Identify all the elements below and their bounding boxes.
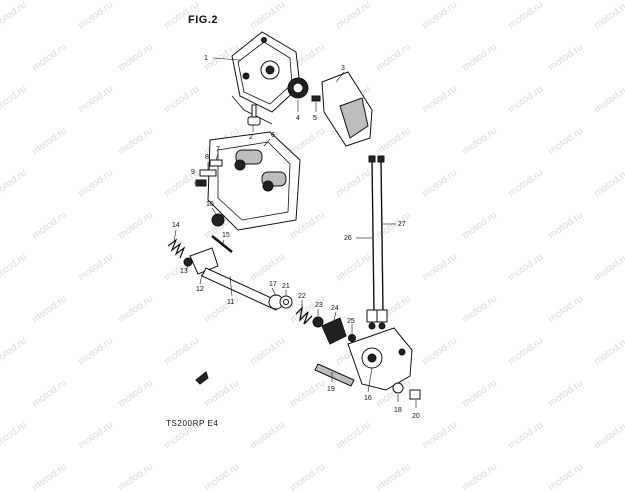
part-1-housing <box>231 31 301 125</box>
callout-13: 13 <box>180 268 188 275</box>
callout-14: 14 <box>172 222 180 229</box>
part-5-screw <box>311 95 321 102</box>
part-4-gear <box>287 77 309 99</box>
exploded-parts-diagram: 1 2 3 4 5 6 7 8 9 10 11 12 13 14 15 16 1 <box>167 31 421 420</box>
callout-11: 11 <box>227 299 234 306</box>
callout-12: 12 <box>196 286 204 293</box>
part-2-bolt <box>247 104 261 126</box>
part-15-pin <box>211 235 233 253</box>
figure-title: FIG.2 <box>188 14 219 26</box>
callout-3: 3 <box>341 65 345 72</box>
callout-2: 2 <box>249 134 253 141</box>
callout-18: 18 <box>394 407 402 414</box>
callout-17: 17 <box>269 281 277 288</box>
callout-5: 5 <box>313 115 317 122</box>
callout-9: 9 <box>191 169 195 176</box>
part-13-washer <box>183 257 193 267</box>
part-26-27-cables <box>366 155 388 330</box>
callout-22: 22 <box>298 293 306 300</box>
callout-7: 7 <box>216 146 220 153</box>
callouts: 1 2 3 4 5 6 7 8 9 10 11 12 13 14 15 16 1 <box>172 55 420 420</box>
callout-4: 4 <box>296 115 300 122</box>
part-3-cover <box>321 71 373 147</box>
part-18-20-bolt-nut <box>392 382 421 400</box>
callout-21: 21 <box>282 283 290 290</box>
callout-16: 16 <box>364 395 372 402</box>
callout-6: 6 <box>271 132 275 139</box>
part-22-23-spring-collar <box>295 306 324 328</box>
front-arrow-icon <box>195 371 209 385</box>
callout-19: 19 <box>327 386 335 393</box>
part-16-lever <box>347 327 413 391</box>
callout-10: 10 <box>206 201 214 208</box>
part-12-fork <box>189 247 219 275</box>
callout-25: 25 <box>347 318 355 325</box>
model-code: TS200RP E4 <box>166 419 219 428</box>
part-21-washer <box>279 295 293 309</box>
part-6-bracket <box>207 131 301 231</box>
callout-26: 26 <box>344 235 352 242</box>
part-14-spring <box>167 238 186 259</box>
part-25-washer <box>348 334 356 342</box>
callout-20: 20 <box>412 413 420 420</box>
part-11-shaft <box>201 267 284 311</box>
callout-23: 23 <box>315 302 323 309</box>
callout-8: 8 <box>205 154 209 161</box>
callout-24: 24 <box>331 305 339 312</box>
callout-15: 15 <box>222 232 230 239</box>
part-10-bushing <box>211 213 225 227</box>
callout-27: 27 <box>398 221 406 228</box>
callout-1: 1 <box>204 55 208 62</box>
part-19-threaded-rod <box>314 363 355 387</box>
part-24-gear-sector <box>321 317 347 345</box>
